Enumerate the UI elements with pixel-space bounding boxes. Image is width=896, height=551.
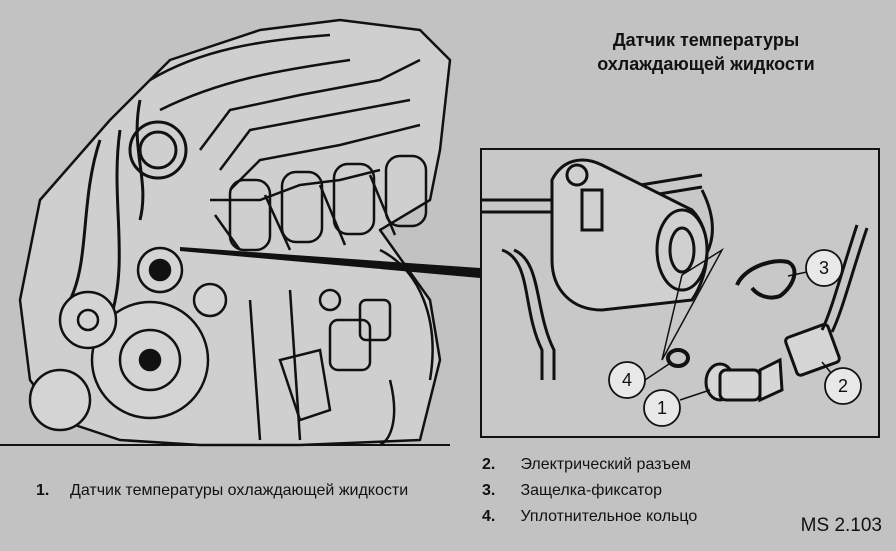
figure-code: MS 2.103 bbox=[800, 515, 882, 536]
legend-number: 1. bbox=[36, 482, 50, 499]
callout-4: 4 bbox=[622, 370, 632, 390]
callout-2: 2 bbox=[838, 376, 848, 396]
legend-text: Защелка-фиксатор bbox=[520, 482, 663, 499]
legend-text: Электрический разъем bbox=[520, 456, 692, 473]
legend-item: 4. Уплотнительное кольцо bbox=[482, 504, 782, 530]
diagram-title: Датчик температуры охлаждающей жидкости bbox=[597, 30, 815, 74]
callout-3: 3 bbox=[819, 258, 829, 278]
legend-item: 1. Датчик температуры охлаждающей жидкос… bbox=[36, 478, 416, 504]
detail-inset: 1 2 3 4 bbox=[480, 148, 880, 438]
callout-1: 1 bbox=[657, 398, 667, 418]
legend-text: Уплотнительное кольцо bbox=[520, 508, 698, 525]
sensor-detail-drawing: 1 2 3 4 bbox=[482, 158, 869, 427]
legend-text: Датчик температуры охлаждающей жидкости bbox=[70, 482, 409, 499]
legend-left: 1. Датчик температуры охлаждающей жидкос… bbox=[36, 478, 416, 504]
legend-number: 2. bbox=[482, 456, 496, 473]
legend-number: 3. bbox=[482, 482, 496, 499]
legend-right: 2. Электрический разъем 3. Защелка-фикса… bbox=[482, 452, 782, 530]
legend-item: 3. Защелка-фиксатор bbox=[482, 478, 782, 504]
legend-number: 4. bbox=[482, 508, 496, 525]
legend-item: 2. Электрический разъем bbox=[482, 452, 782, 478]
